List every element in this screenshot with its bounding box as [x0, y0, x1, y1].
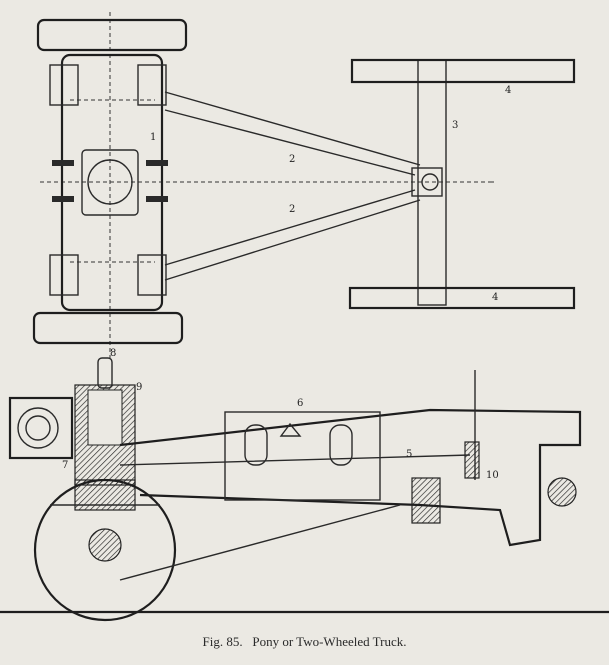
part-labels: 1 2 2 3 4 4 5 6 7 8 9 10 — [62, 85, 511, 481]
label-8: 8 — [110, 348, 116, 359]
elevation-view — [0, 357, 609, 622]
wheel-top-plan — [36, 18, 188, 52]
wheel-elevation — [33, 478, 177, 622]
label-1: 1 — [150, 132, 156, 143]
label-4-lower: 4 — [492, 292, 498, 303]
figure-caption: Fig. 85. Pony or Two-Wheeled Truck. — [202, 634, 407, 649]
label-2-upper: 2 — [289, 154, 295, 165]
timber-block — [8, 396, 74, 460]
radius-bars — [164, 91, 443, 281]
label-2-lower: 2 — [289, 204, 295, 215]
label-4-upper: 4 — [505, 85, 511, 96]
plan-view — [32, 12, 576, 360]
label-6: 6 — [297, 398, 303, 409]
label-5: 5 — [406, 449, 412, 460]
label-10: 10 — [486, 470, 499, 481]
label-7: 7 — [62, 460, 68, 471]
truck-frame-plan — [60, 53, 164, 312]
label-3: 3 — [452, 120, 458, 131]
label-9: 9 — [136, 382, 142, 393]
wheel-bottom-plan — [32, 311, 184, 345]
springs — [49, 64, 168, 296]
